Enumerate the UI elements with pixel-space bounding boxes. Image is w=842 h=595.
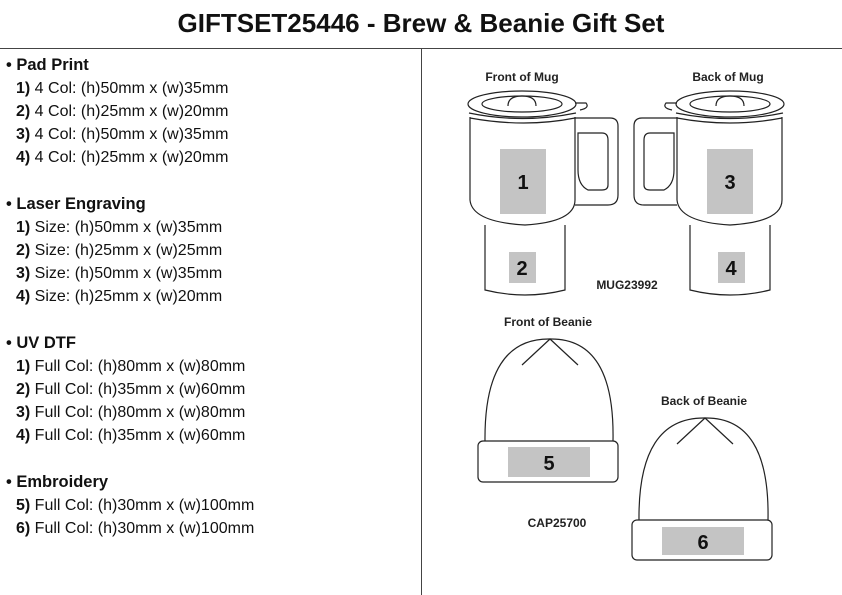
column-divider: [421, 48, 422, 595]
beanie-code: CAP25700: [528, 516, 587, 530]
front-beanie-label: Front of Beanie: [504, 315, 592, 329]
print-area-1: [500, 149, 546, 214]
back-mug-label: Back of Mug: [692, 70, 763, 84]
list-item: 3) 4 Col: (h)50mm x (w)35mm: [16, 126, 229, 143]
area-label: 3: [724, 172, 735, 194]
list-item: 1) 4 Col: (h)50mm x (w)35mm: [16, 80, 229, 97]
back-beanie-label: Back of Beanie: [661, 394, 747, 408]
section-heading: • Laser Engraving: [6, 195, 146, 213]
area-label: 1: [517, 172, 528, 194]
list-item: 4) Full Col: (h)35mm x (w)60mm: [16, 427, 246, 444]
area-label: 4: [725, 258, 737, 280]
print-area-4: [718, 252, 745, 283]
section-heading: • UV DTF: [6, 334, 76, 352]
list-item: 2) 4 Col: (h)25mm x (w)20mm: [16, 103, 229, 120]
list-item: 3) Size: (h)50mm x (w)35mm: [16, 265, 223, 282]
print-area-3: [707, 149, 753, 214]
list-item: 1) Full Col: (h)80mm x (w)80mm: [16, 358, 246, 375]
list-item: 1) Size: (h)50mm x (w)35mm: [16, 219, 223, 236]
list-item: 2) Size: (h)25mm x (w)25mm: [16, 242, 223, 259]
mug-code: MUG23992: [596, 278, 658, 292]
area-label: 6: [697, 532, 708, 554]
list-item: 4) Size: (h)25mm x (w)20mm: [16, 288, 223, 305]
list-item: 6) Full Col: (h)30mm x (w)100mm: [16, 520, 255, 537]
list-item: 2) Full Col: (h)35mm x (w)60mm: [16, 381, 246, 398]
list-item: 5) Full Col: (h)30mm x (w)100mm: [16, 497, 255, 514]
list-item: 4) 4 Col: (h)25mm x (w)20mm: [16, 149, 229, 166]
front-mug-label: Front of Mug: [485, 70, 558, 84]
print-area-5: [508, 447, 590, 477]
list-item: 3) Full Col: (h)80mm x (w)80mm: [16, 404, 246, 421]
print-area-6: [662, 527, 744, 555]
page-title: GIFTSET25446 - Brew & Beanie Gift Set: [177, 8, 665, 38]
area-label: 5: [543, 453, 554, 475]
section-heading: • Embroidery: [6, 473, 109, 491]
section-heading: • Pad Print: [6, 56, 89, 74]
area-label: 2: [516, 258, 527, 280]
print-area-2: [509, 252, 536, 283]
